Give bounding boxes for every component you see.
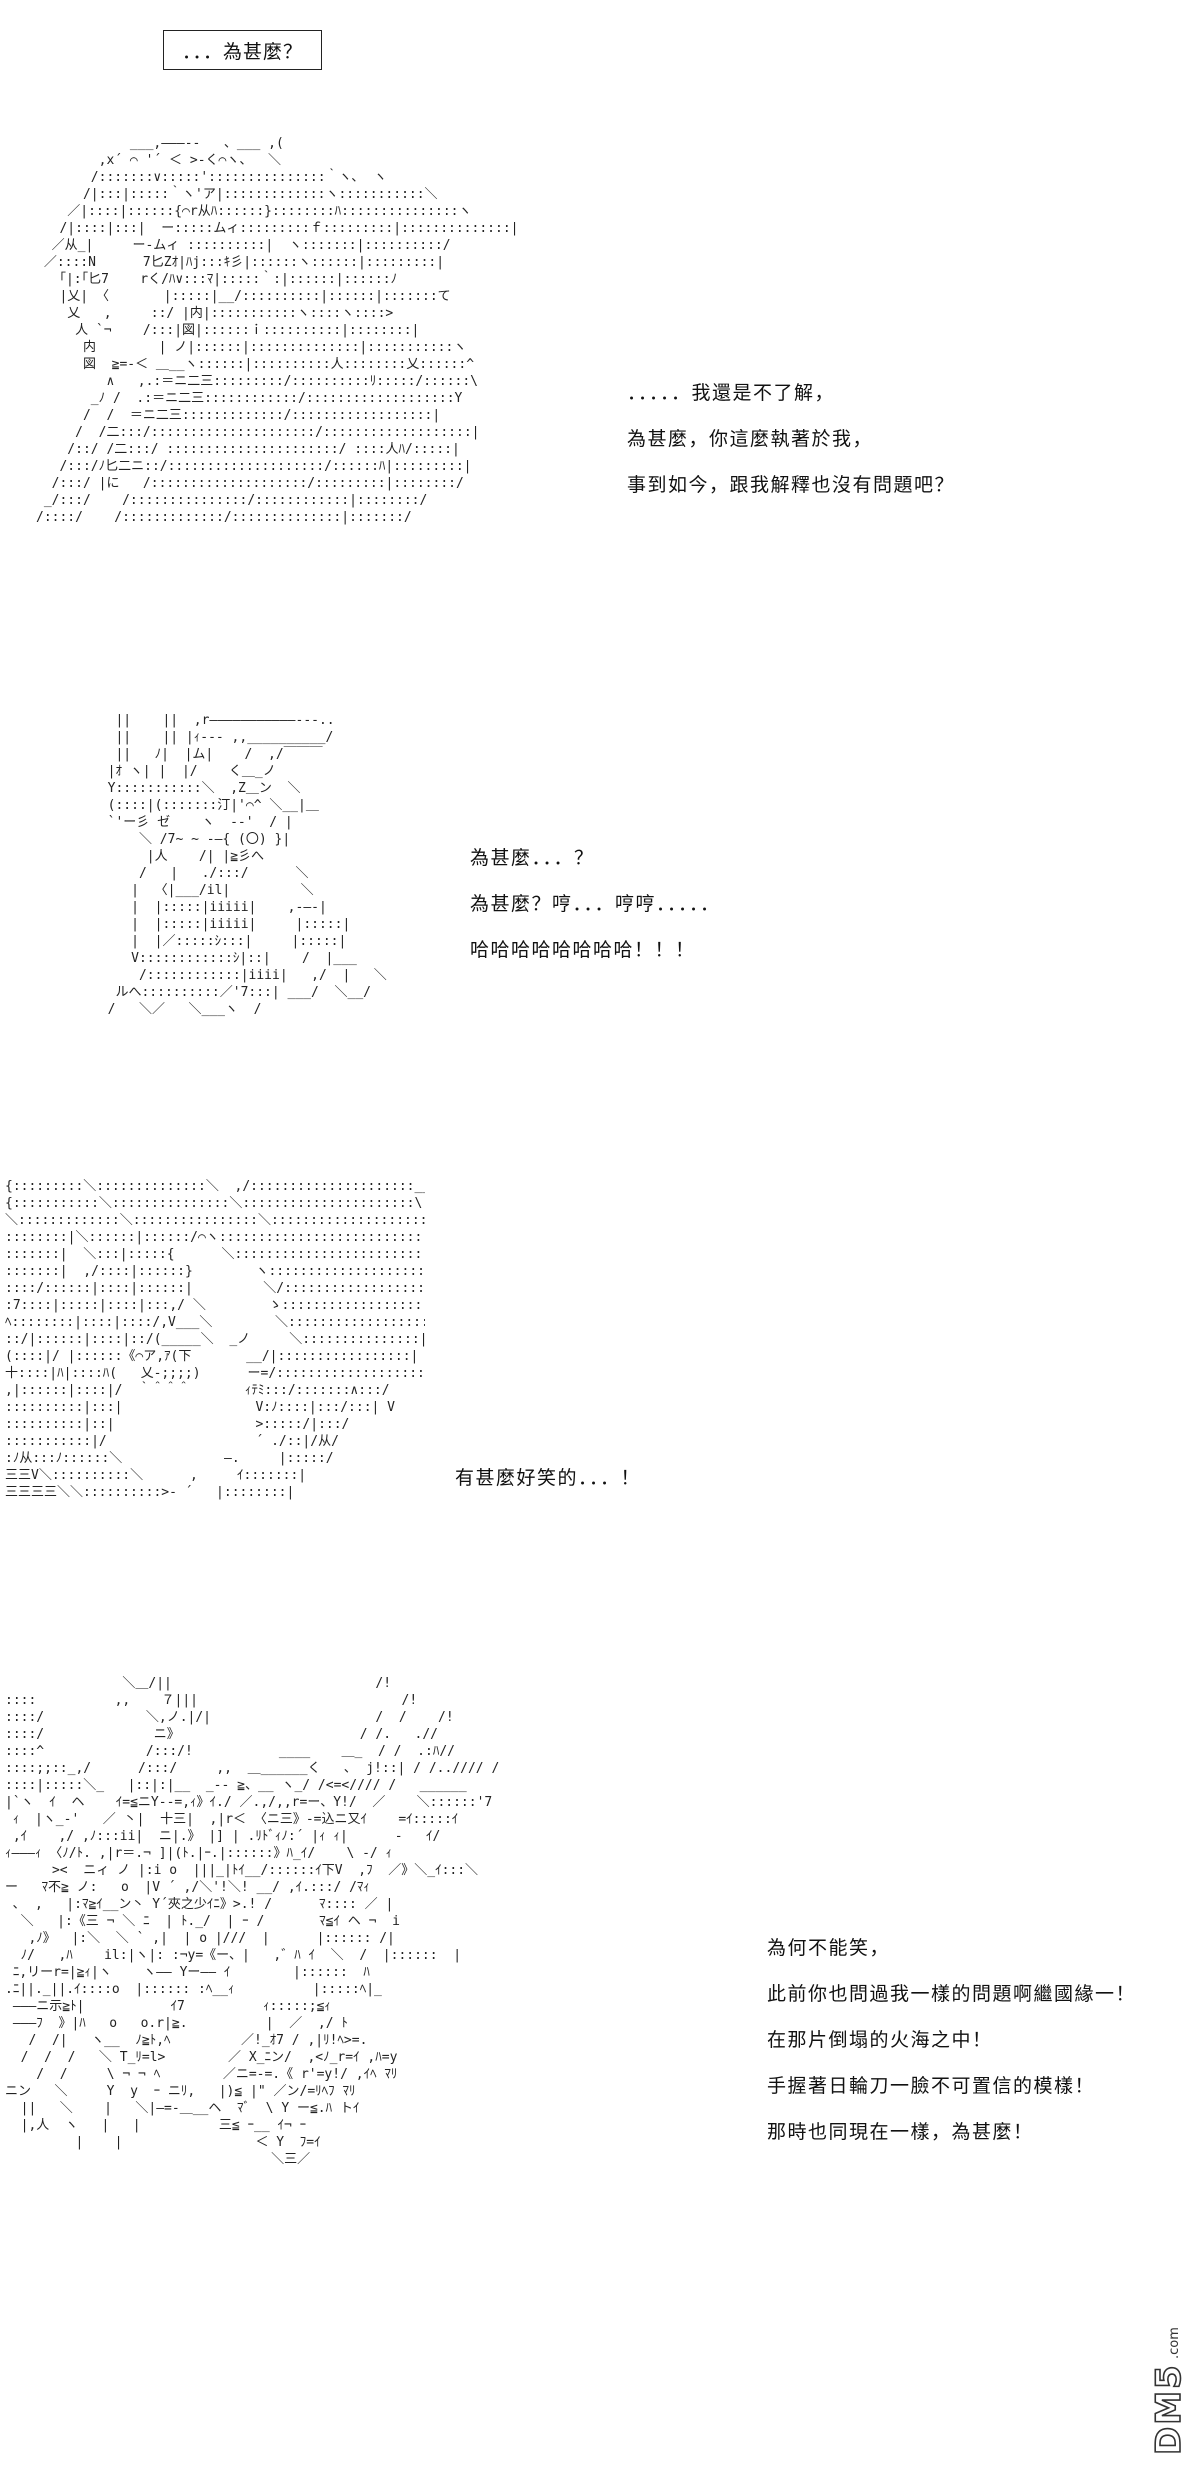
ascii-art-battle-scene: ＼＿/|| /! :::: ,, ７||| /! ::::/ ＼,ノ.|/| /… (5, 1676, 500, 2167)
dialogue-scene-3: 有甚麼好笑的．．．！ (455, 1455, 641, 1501)
dialogue-line: 為甚麼，你這麼執著於我， (627, 428, 874, 450)
dialogue-scene-2: 為甚麼．．．？ 為甚麼？哼．．．哼哼．．．．． 哈哈哈哈哈哈哈哈！！！ (470, 835, 721, 973)
dialogue-line: 事到如今，跟我解釋也沒有問題吧？ (627, 474, 956, 496)
dialogue-line: 為甚麼．．．？ (470, 847, 595, 869)
dm5-watermark-logo: DM5 .com (1150, 2327, 1190, 2456)
opening-caption-box: ．．．為甚麼？ (163, 30, 323, 70)
ascii-art-character-portrait: ___,―――‐- 、___ ,( ,x´ ⌒ '´ ＜ >-く⌒ヽ、 ＼ /:… (36, 136, 519, 525)
dialogue-scene-1: ．．．．．我還是不了解， 為甚麼，你這麼執著於我， 事到如今，跟我解釋也沒有問題… (627, 370, 955, 508)
dialogue-line: 哈哈哈哈哈哈哈哈！！！ (470, 939, 696, 961)
dialogue-line: 在那片倒塌的火海之中！ (767, 2029, 993, 2051)
dialogue-line: ．．．．．我還是不了解， (627, 382, 836, 404)
opening-caption-text: ．．．為甚麼？ (182, 41, 304, 63)
ascii-art-closeup-face: {:::::::::＼::::::::::::::＼ ,/:::::::::::… (5, 1179, 425, 1500)
svg-text:DM5: DM5 (1150, 2363, 1189, 2455)
dialogue-line: 此前你也問過我一樣的問題啊繼國緣一！ (767, 1983, 1137, 2005)
dialogue-line: 有甚麼好笑的．．．！ (455, 1467, 642, 1489)
svg-text:.com: .com (1167, 2327, 1182, 2359)
dialogue-line: 手握著日輪刀一臉不可置信的模樣！ (767, 2075, 1096, 2097)
dialogue-line: 為甚麼？哼．．．哼哼．．．．． (470, 893, 721, 915)
dialogue-line: 那時也同現在一樣，為甚麼！ (767, 2121, 1034, 2143)
dialogue-scene-4: 為何不能笑， 此前你也問過我一樣的問題啊繼國緣一！ 在那片倒塌的火海之中！ 手握… (767, 1925, 1136, 2155)
ascii-art-laughing-figure: || || ,r―――――――――――---.. || || |ｨ‐-- ,,_… (107, 713, 387, 1017)
dialogue-line: 為何不能笑， (767, 1937, 891, 1959)
